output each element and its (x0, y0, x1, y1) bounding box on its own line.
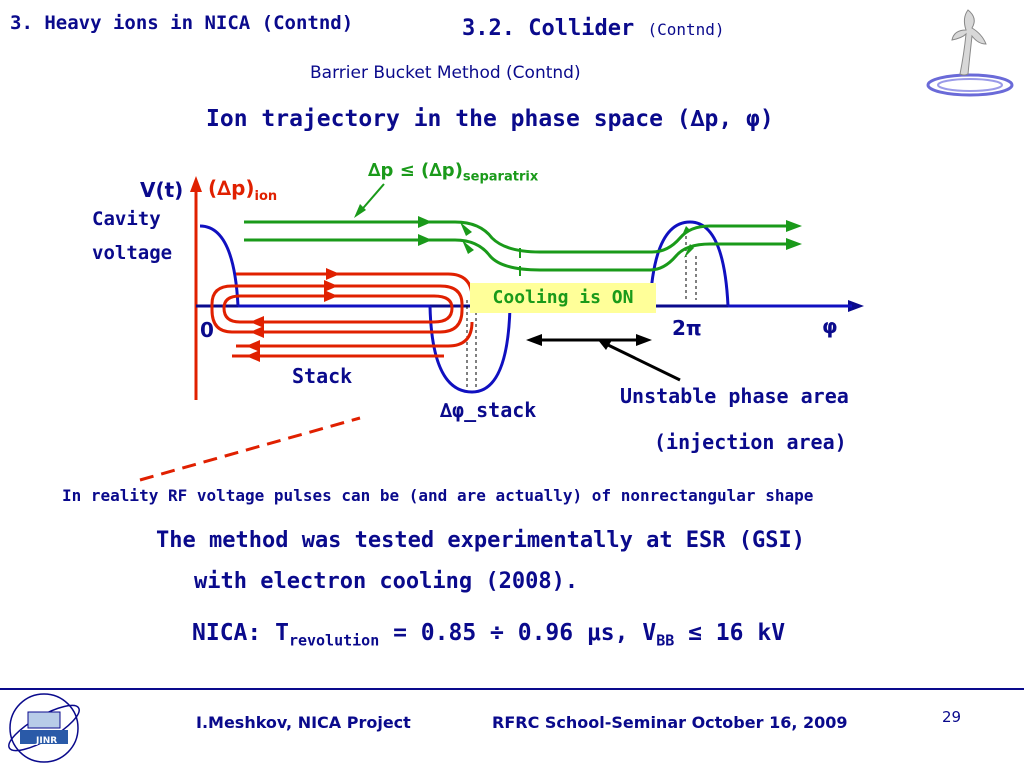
footer-divider (0, 688, 1024, 690)
footer-event: RFRC School-Seminar October 16, 2009 (492, 713, 848, 732)
injection-span-right-head (636, 334, 652, 346)
voltage-pulse-2pi (648, 220, 730, 307)
unstable-label-1: Unstable phase area (620, 384, 849, 408)
nica-sub-bb: BB (656, 631, 675, 650)
v-axis-arrow (190, 176, 202, 192)
phi-label: φ (822, 314, 838, 338)
nica-sub-revolution: revolution (288, 631, 380, 650)
nica-parameters: NICA: Trevolution = 0.85 ÷ 0.96 μs, VBB … (192, 620, 785, 650)
vt-label: V(t) (140, 178, 184, 202)
stack-trajectories (210, 272, 474, 358)
dphi-stack-label: ∆φ_stack (440, 398, 537, 422)
zero-label: 0 (200, 318, 214, 342)
separatrix-label: ∆p ≤ (∆p)separatrix (368, 160, 538, 185)
trajectory-arrows (418, 216, 694, 258)
separatrix-sub: separatrix (462, 169, 539, 185)
voltage-pulse-positive (199, 224, 240, 307)
section-title: 3. Heavy ions in NICA (Contnd) (10, 12, 354, 34)
subsection-title: 3.2. Collider (Contnd) (462, 16, 725, 41)
cavity-label-1: Cavity (92, 208, 161, 230)
nika-logo-icon (926, 9, 1014, 97)
nica-prefix: NICA: T (192, 620, 289, 646)
subtitle: Barrier Bucket Method (Contnd) (310, 63, 581, 83)
subsection-label: 3.2. Collider (462, 16, 635, 41)
page-number: 29 (942, 708, 962, 726)
two-pi-label: 2π (672, 316, 702, 340)
cooling-status: Cooling is ON (470, 283, 656, 313)
subsection-suffix: (Contnd) (647, 20, 725, 39)
stack-label: Stack (292, 364, 353, 388)
separatrix-pointer-head (354, 204, 366, 218)
tested-line-2: with electron cooling (2008). (194, 569, 579, 594)
cavity-label-2: voltage (92, 242, 173, 264)
dp-ion-sub: ion (254, 189, 278, 204)
jinr-logo-label: JINR (36, 736, 58, 746)
stack-arrows (246, 268, 340, 362)
unstable-label-2: (injection area) (654, 430, 847, 454)
page-title: Ion trajectory in the phase space (∆p, φ… (206, 106, 774, 132)
nica-suffix: ≤ 16 kV (674, 620, 786, 646)
note-pointer (139, 416, 361, 482)
injection-pointer (605, 342, 681, 382)
jinr-logo-icon (8, 693, 80, 763)
injection-pointer-head (598, 340, 612, 350)
title-phi: φ (746, 106, 760, 132)
tested-line-1: The method was tested experimentally at … (156, 528, 806, 553)
nica-mid: = 0.85 ÷ 0.96 μs, V (379, 620, 657, 646)
injection-span-left-head (526, 334, 542, 346)
trajectory-lower (244, 238, 802, 272)
dp-ion-main: (∆p) (208, 176, 255, 200)
footer-author: I.Meshkov, NICA Project (196, 713, 411, 732)
phi-axis-arrow (848, 300, 864, 312)
phase-markers (466, 236, 697, 390)
title-dp: ∆p, (690, 106, 747, 132)
separatrix-main: ∆p ≤ (∆p) (368, 160, 463, 181)
dp-ion-label: (∆p)ion (208, 176, 277, 204)
voltage-pulse-negative (428, 305, 512, 394)
nonrectangular-note: In reality RF voltage pulses can be (and… (62, 486, 814, 505)
title-prefix: Ion trajectory in the phase space ( (206, 106, 691, 132)
title-suffix: ) (759, 106, 774, 132)
